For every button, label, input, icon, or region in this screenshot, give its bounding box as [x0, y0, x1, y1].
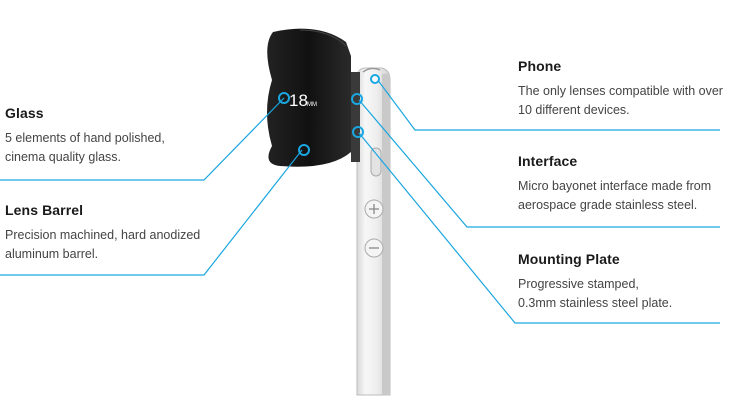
focal-unit-text: MM [307, 102, 317, 108]
lens-barrel-title: Lens Barrel [5, 202, 84, 218]
callout-lines [0, 78, 720, 324]
phone-desc-line2: 10 different devices. [518, 103, 630, 117]
glass-title: Glass [5, 105, 44, 121]
glass-marker [278, 92, 290, 104]
lens-barrel-desc-line1: Precision machined, hard anodized [5, 228, 201, 242]
glass-desc-line2: cinema quality glass. [5, 150, 122, 164]
focal-length-text: 18 [289, 91, 308, 110]
glass-callout: Glass 5 elements of hand polished, cinem… [5, 105, 165, 167]
lens-barrel-callout: Lens Barrel Precision machined, hard ano… [5, 202, 200, 264]
mounting-plate-desc-line2: 0.3mm stainless steel plate. [518, 296, 673, 310]
interface-title: Interface [518, 153, 578, 169]
phone-leader-line [376, 78, 720, 131]
interface-leader-line [358, 99, 720, 228]
phone-callout: Phone The only lenses compatible with ov… [518, 58, 723, 120]
phone-desc-line1: The only lenses compatible with over [518, 84, 723, 98]
interface-callout: Interface Micro bayonet interface made f… [518, 153, 711, 215]
interface-desc-line1: Micro bayonet interface made from [518, 179, 712, 193]
interface-marker [351, 93, 363, 105]
interface-desc-line2: aerospace grade stainless steel. [518, 198, 698, 212]
glass-desc-line1: 5 elements of hand polished, [5, 131, 165, 145]
mounting-plate-callout: Mounting Plate Progressive stamped, 0.3m… [518, 251, 672, 313]
lens-barrel-leader-line [0, 149, 303, 276]
mounting-plate-leader-line [358, 132, 720, 324]
callout-dots [278, 74, 380, 156]
mounting-plate-desc-line1: Progressive stamped, [518, 277, 639, 291]
phone [356, 67, 391, 396]
phone-title: Phone [518, 58, 562, 74]
mounting-plate-marker [352, 126, 364, 138]
phone-marker [370, 74, 380, 84]
lens-barrel-desc-line2: aluminum barrel. [5, 247, 99, 261]
lens: 18 MM [267, 28, 351, 167]
switch-icon [370, 147, 382, 177]
mounting-plate-title: Mounting Plate [518, 251, 620, 267]
mounting-plate [351, 72, 360, 162]
glass-leader-line [0, 97, 285, 181]
lens-barrel-marker [298, 144, 310, 156]
